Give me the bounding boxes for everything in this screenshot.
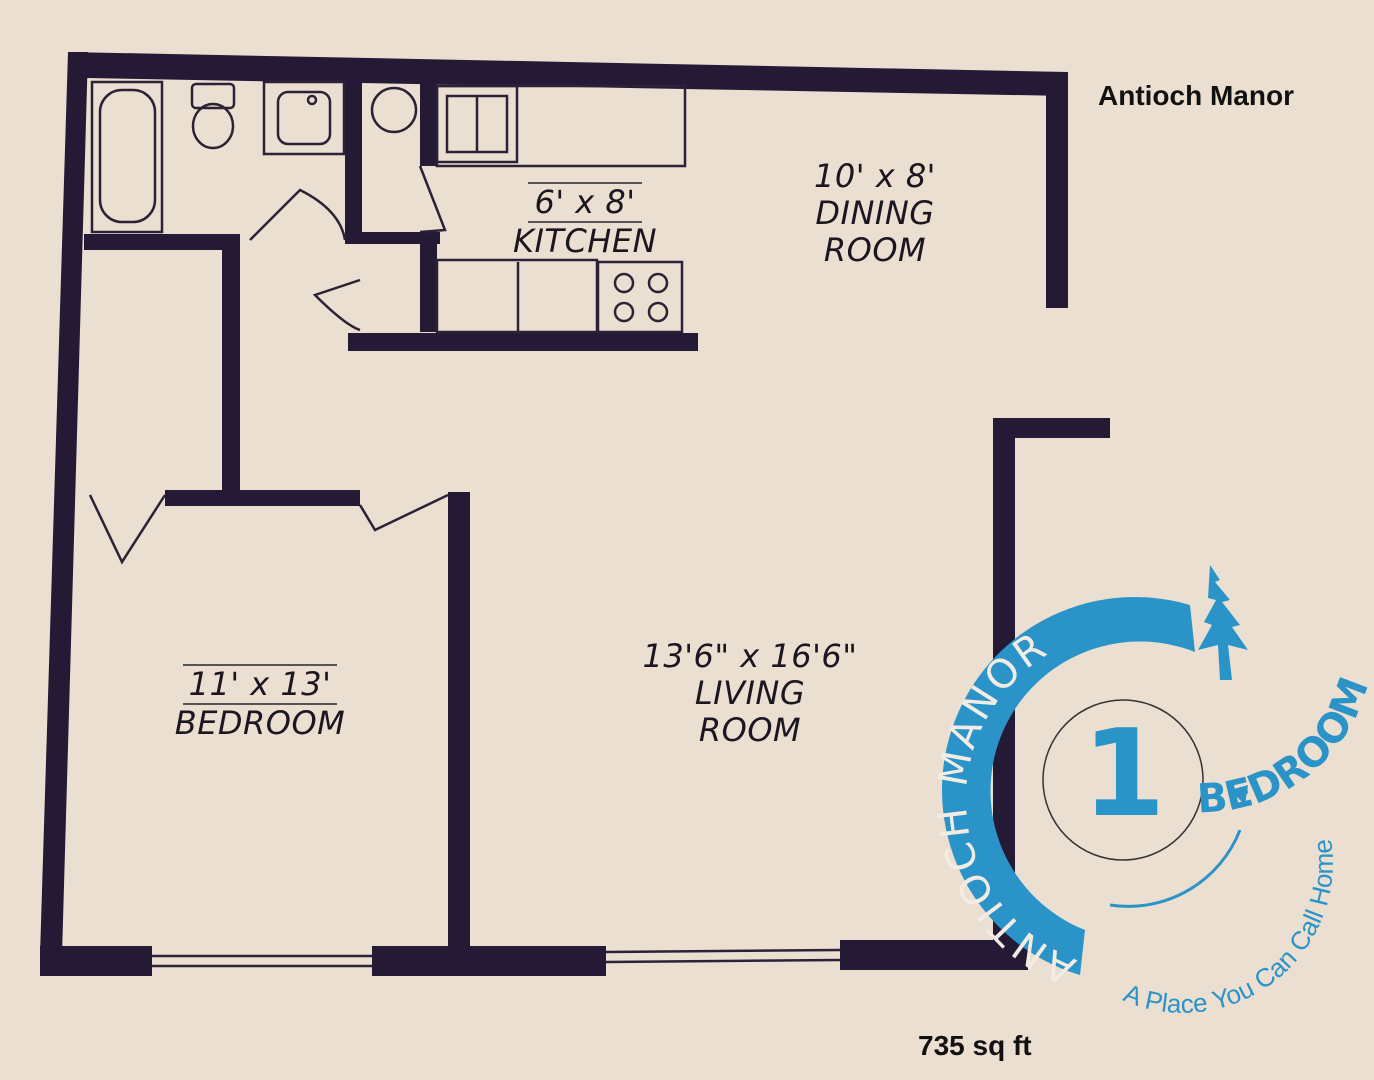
dining-room-label: 10' x 8' DINING ROOM [780,158,970,268]
sink [262,80,346,156]
pine-tree-icon [1198,565,1248,680]
bath-right-wall [345,80,362,242]
kitchen-left-wall-bottom [420,232,437,332]
right-wall-lower-top [993,418,1110,438]
bath-door-swing [249,188,347,241]
bottom-wall-mid [372,946,606,976]
bottom-wall-left [40,946,152,976]
logo-tagline: A Place You Can Call Home [1120,838,1339,1019]
bedroom-right-wall [448,492,470,950]
bedroom-top-wall [165,490,360,506]
logo-number: 1 [1082,705,1166,844]
room-size: 11' x 13' [182,664,338,705]
top-wall [68,52,1068,96]
kitchen-counter-wall [348,333,698,351]
bedroom-label: 11' x 13' BEDROOM [150,664,370,742]
bedroom-closet-door [88,494,167,565]
bottom-wall-right [840,940,1028,970]
kitchen-door-swing [418,165,447,234]
room-name: LIVING [694,673,806,712]
room-name: ROOM [698,710,802,749]
kitchen-left-wall-top [420,80,437,166]
fixtures [88,80,841,968]
logo-unit-type: BEDROOM [1196,671,1374,822]
kitchen-label: 6' x 8' KITCHEN [495,182,675,260]
right-wall-upper [1046,78,1068,308]
room-name: ROOM [823,230,927,269]
room-name: BEDROOM [174,703,346,742]
water-heater [370,86,418,134]
left-wall [40,52,88,955]
toilet [190,82,236,110]
window-right [605,948,841,954]
hall-wall [345,232,440,244]
square-footage: 735 sq ft [918,1030,1032,1061]
room-size: 10' x 8' [814,157,936,195]
stove [596,260,684,334]
room-size: 13'6" x 16'6" [642,637,858,675]
page-title: Antioch Manor [1098,80,1294,111]
bath-bottom-wall [84,234,240,250]
room-name: KITCHEN [512,221,658,260]
upper-counter [435,84,687,168]
room-size: 6' x 8' [528,182,642,223]
closet-door-swing [312,278,361,332]
bathtub [90,80,164,234]
living-room-label: 13'6" x 16'6" LIVING ROOM [620,638,880,748]
room-name: DINING [815,193,935,232]
bedroom-door [358,493,449,532]
closet-wall [222,248,240,496]
